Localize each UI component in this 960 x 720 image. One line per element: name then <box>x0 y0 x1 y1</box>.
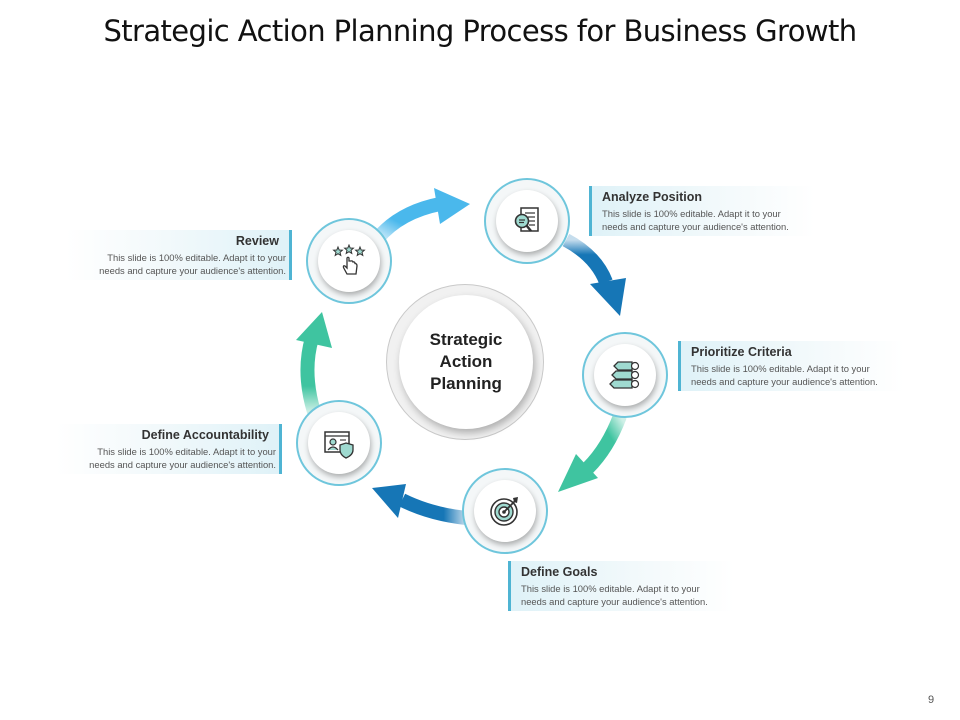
center-label: Strategic Action Planning <box>411 329 521 395</box>
step-card-define-accountability: Define Accountability This slide is 100%… <box>56 424 282 474</box>
step-node-analyze-position <box>484 178 570 264</box>
arrow-accountability-to-review <box>300 336 321 415</box>
step-title: Define Goals <box>521 565 598 579</box>
center-label-line-3: Planning <box>430 374 502 393</box>
center-circle-inner: Strategic Action Planning <box>399 295 533 429</box>
arrow-prioritize-to-goals <box>582 413 627 473</box>
step-description: This slide is 100% editable. Adapt it to… <box>56 446 276 471</box>
step-description-line-2: needs and capture your audience's attent… <box>89 458 276 470</box>
step-description: This slide is 100% editable. Adapt it to… <box>521 583 741 608</box>
numbered-list-arrows-icon <box>609 361 640 389</box>
arrow-prioritize-to-goals-head <box>558 454 598 492</box>
arrow-review-to-analyze-head <box>434 188 470 224</box>
center-circle: Strategic Action Planning <box>386 284 544 440</box>
center-label-line-2: Action <box>439 352 493 371</box>
step-title: Prioritize Criteria <box>691 345 792 359</box>
target-arrow-icon <box>490 497 518 526</box>
step-title: Define Accountability <box>141 428 269 442</box>
step-node-inner <box>474 480 536 542</box>
arrow-analyze-to-prioritize <box>562 233 613 285</box>
step-card-prioritize-criteria: Prioritize Criteria This slide is 100% e… <box>678 341 904 391</box>
arrow-goals-to-accountability <box>398 493 467 525</box>
step-card-analyze-position: Analyze Position This slide is 100% edit… <box>589 186 815 236</box>
step-description: This slide is 100% editable. Adapt it to… <box>66 252 286 277</box>
step-description-line-1: This slide is 100% editable. Adapt it to… <box>97 446 276 457</box>
step-node-inner <box>308 412 370 474</box>
center-label-line-1: Strategic <box>429 330 503 349</box>
step-node-define-accountability <box>296 400 382 486</box>
step-node-inner <box>594 344 656 406</box>
step-description: This slide is 100% editable. Adapt it to… <box>691 363 911 388</box>
step-node-define-goals <box>462 468 548 554</box>
arrow-analyze-to-prioritize-head <box>590 278 626 316</box>
arrow-goals-to-accountability-head <box>372 484 406 518</box>
step-description-line-2: needs and capture your audience's attent… <box>691 375 878 387</box>
step-description-line-1: This slide is 100% editable. Adapt it to… <box>691 363 870 374</box>
step-card-define-goals: Define Goals This slide is 100% editable… <box>508 561 734 611</box>
step-description-line-1: This slide is 100% editable. Adapt it to… <box>602 208 781 219</box>
step-description-line-2: needs and capture your audience's attent… <box>521 595 708 607</box>
step-card-review: Review This slide is 100% editable. Adap… <box>66 230 292 280</box>
document-search-icon <box>514 207 539 232</box>
step-description-line-2: needs and capture your audience's attent… <box>99 264 286 276</box>
slide-title: Strategic Action Planning Process for Bu… <box>103 14 857 48</box>
step-description: This slide is 100% editable. Adapt it to… <box>602 208 822 233</box>
step-node-inner <box>318 230 380 292</box>
id-card-shield-icon <box>324 431 354 459</box>
step-description-line-2: needs and capture your audience's attent… <box>602 220 789 232</box>
stars-hand-icon <box>332 244 366 275</box>
step-node-review <box>306 218 392 304</box>
page-number: 9 <box>928 694 935 706</box>
step-description-line-1: This slide is 100% editable. Adapt it to… <box>521 583 700 594</box>
step-title: Analyze Position <box>602 190 703 204</box>
step-description-line-1: This slide is 100% editable. Adapt it to… <box>107 252 286 263</box>
arrow-review-to-analyze <box>372 197 442 243</box>
arrow-accountability-to-review-head <box>296 312 332 348</box>
step-node-prioritize-criteria <box>582 332 668 418</box>
step-node-inner <box>496 190 558 252</box>
step-title: Review <box>235 234 279 248</box>
